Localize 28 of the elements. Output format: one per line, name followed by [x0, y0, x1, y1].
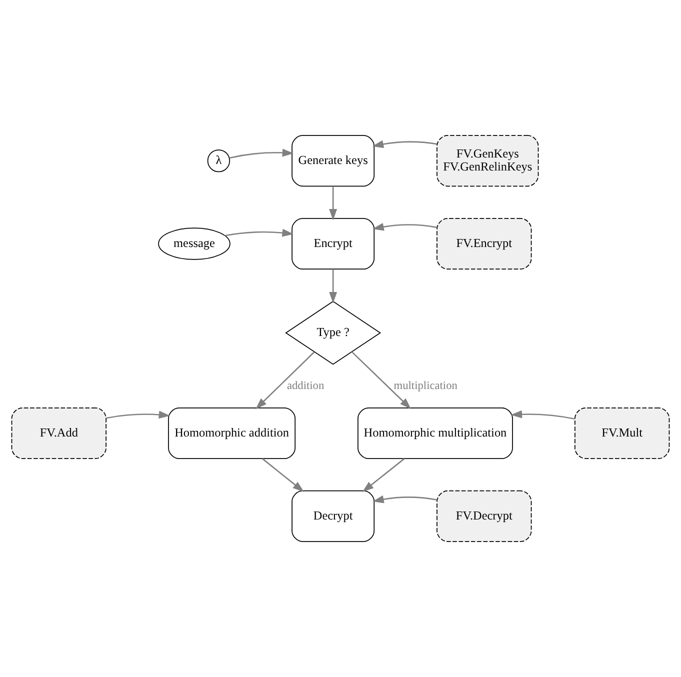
arrow	[510, 410, 575, 420]
arrow	[256, 352, 315, 410]
arrow	[224, 228, 294, 237]
node-ellipse: message	[158, 228, 230, 260]
node-box: FV.GenKeys FV.GenRelinKeys	[436, 135, 539, 187]
edge-label: addition	[286, 380, 324, 392]
node-box: Homomorphic addition	[168, 407, 296, 459]
arrow	[362, 458, 405, 492]
node-box: Generate keys	[292, 135, 375, 187]
node-box: FV.Add	[11, 407, 106, 459]
node-box: FV.Encrypt	[436, 218, 532, 270]
arrow	[372, 495, 438, 504]
edge-label: multiplication	[394, 380, 458, 392]
arrow	[351, 351, 412, 410]
arrow	[262, 458, 304, 492]
node-diamond: Type ?	[285, 300, 382, 365]
node-box: FV.Mult	[574, 407, 670, 459]
arrow	[372, 222, 438, 231]
arrow	[229, 148, 294, 159]
arrow	[329, 269, 338, 304]
node-box: FV.Decrypt	[436, 490, 532, 542]
node-box: Decrypt	[292, 490, 375, 542]
node-circle: λ	[207, 149, 230, 172]
arrow	[106, 410, 170, 419]
arrow	[329, 186, 338, 220]
node-box: Encrypt	[292, 218, 375, 270]
arrow	[372, 140, 437, 148]
node-box: Homomorphic multiplication	[358, 407, 513, 459]
